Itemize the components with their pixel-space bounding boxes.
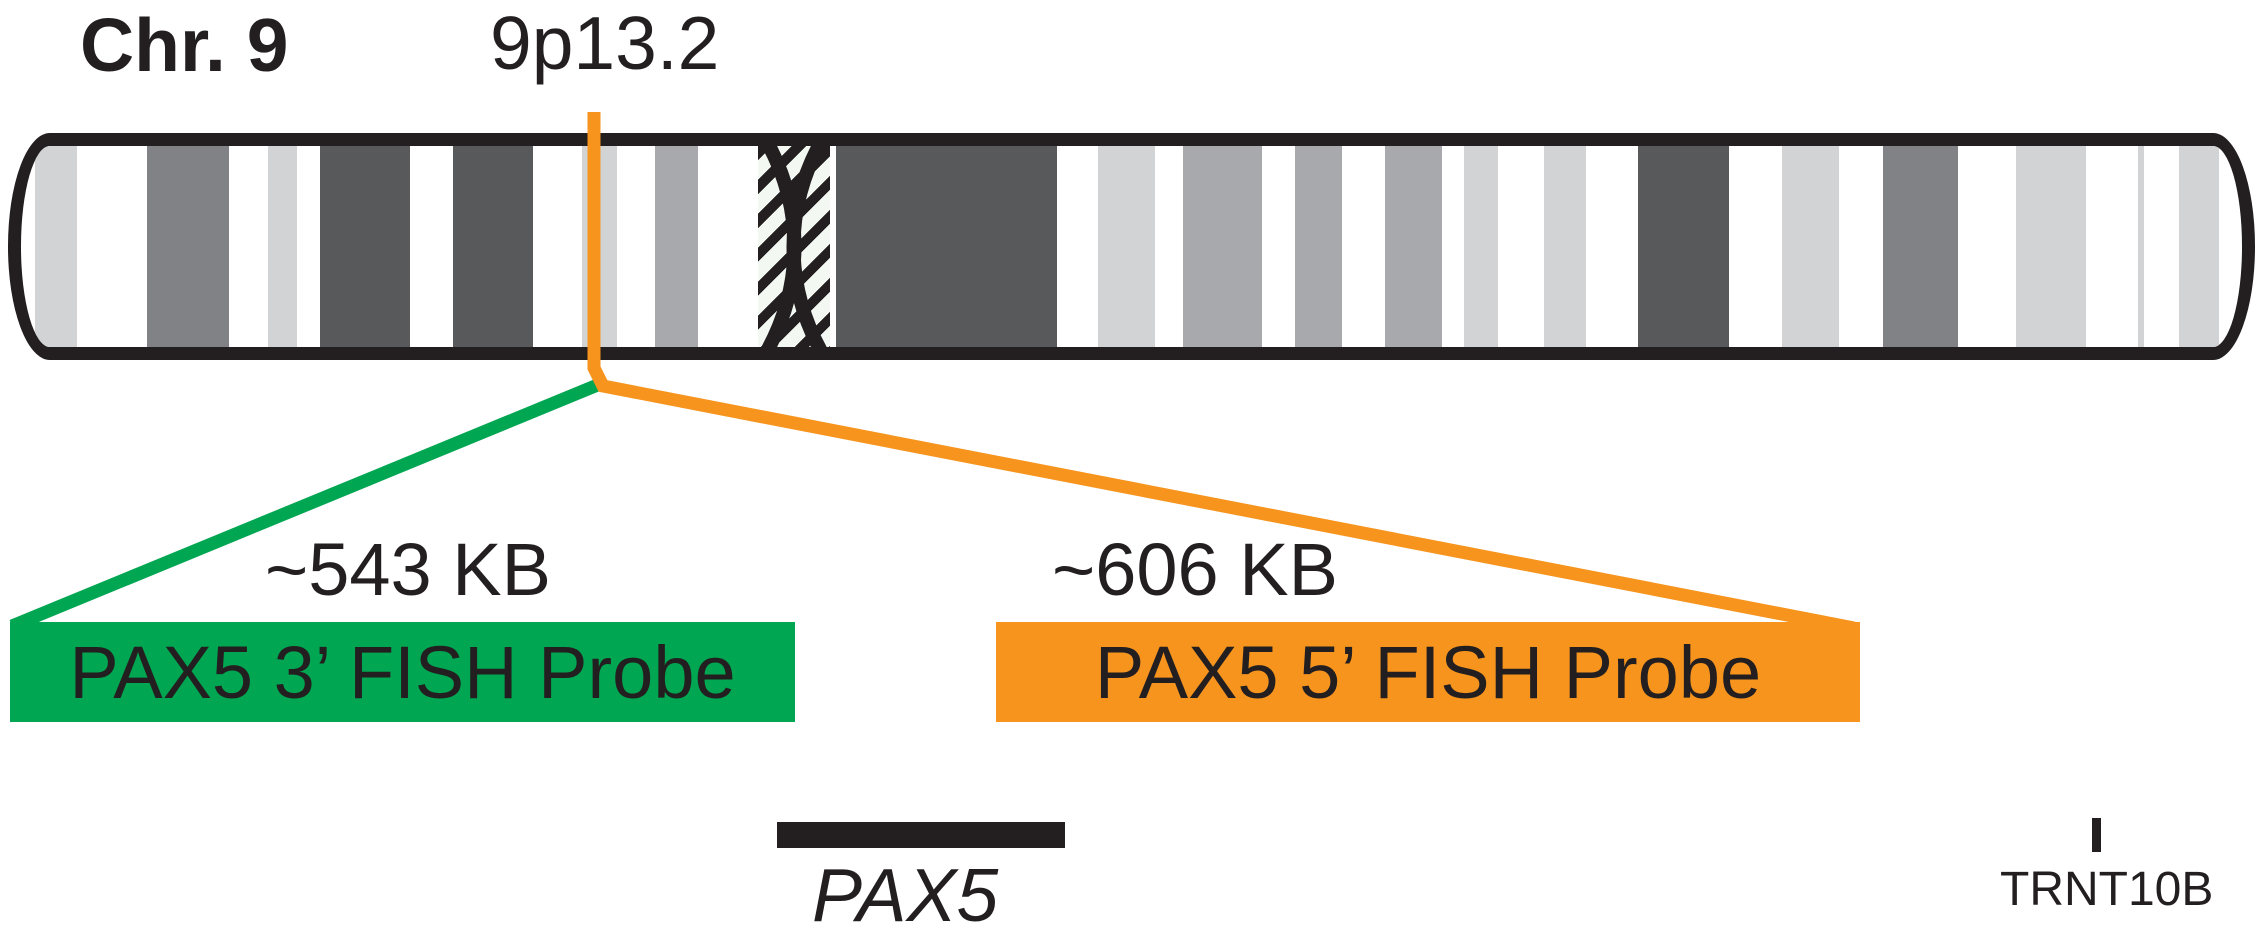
centromere-constriction-icon — [761, 146, 827, 347]
chromosome-band-light — [1098, 146, 1155, 347]
chromosome-band-dark — [453, 146, 533, 347]
chromosome-band-medlight — [655, 146, 698, 347]
chromosome-band-light — [35, 146, 77, 347]
chromosome-band-light — [1544, 146, 1586, 347]
chromosome-band-light — [268, 146, 297, 347]
probe-5-size-label: ~606 KB — [1052, 528, 1338, 611]
chromosome-band-medlight — [1295, 146, 1342, 347]
chromosome-band-medium — [1883, 146, 1958, 347]
pax5-gene-bar — [777, 822, 1065, 848]
probe-5-box: PAX5 5’ FISH Probe — [996, 622, 1860, 722]
chromosome-band-medium — [147, 146, 229, 347]
chromosome-band-dark — [836, 146, 1057, 347]
pax5-gene-label: PAX5 — [812, 853, 999, 937]
chromosome-band-light — [582, 146, 617, 347]
cytoband-label: 9p13.2 — [490, 1, 720, 85]
trnt10b-gene-label: TRNT10B — [2000, 863, 2214, 916]
probe-3-box: PAX5 3’ FISH Probe — [10, 622, 795, 722]
chromosome-band-light — [1464, 146, 1498, 347]
chromosome-bands — [21, 146, 2242, 347]
chromosome-band-light — [2179, 146, 2219, 347]
chromosome-band-medlight — [1385, 146, 1442, 347]
probe-3-size-label: ~543 KB — [265, 528, 551, 611]
probe-5-box-label: PAX5 5’ FISH Probe — [1094, 630, 1762, 714]
chromosome-band-dark — [1638, 146, 1729, 347]
chromosome-band-medlight — [1183, 146, 1262, 347]
chromosome-9-ideogram — [8, 133, 2255, 360]
chromosome-band-light — [2138, 146, 2144, 347]
chromosome-band-light — [2016, 146, 2086, 347]
chromosome-title: Chr. 9 — [80, 3, 289, 87]
chromosome-band-light — [1782, 146, 1839, 347]
chromosome-band-centromere — [758, 146, 830, 347]
trnt10b-tick — [2092, 818, 2101, 852]
probe-3-box-label: PAX5 3’ FISH Probe — [69, 630, 736, 714]
chromosome-band-dark — [320, 146, 410, 347]
